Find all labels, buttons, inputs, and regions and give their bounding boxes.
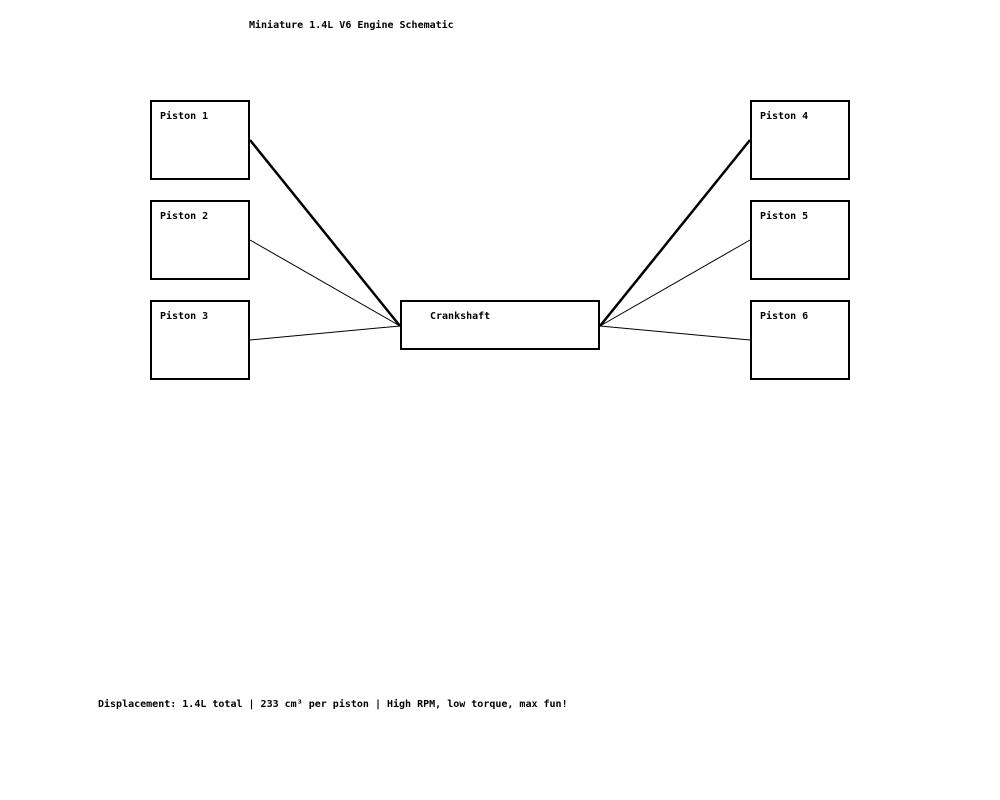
edge-piston-1-crankshaft xyxy=(249,139,401,327)
edge-piston-2-crankshaft xyxy=(249,239,401,327)
edge-piston-5-crankshaft xyxy=(599,239,751,327)
node-piston-2-label: Piston 2 xyxy=(160,211,209,222)
node-crankshaft: Crankshaft xyxy=(400,300,600,350)
edge-piston-6-crankshaft xyxy=(599,325,751,341)
node-piston-3: Piston 3 xyxy=(150,300,250,380)
edge-piston-4-crankshaft xyxy=(599,139,751,327)
node-piston-6-label: Piston 6 xyxy=(760,311,809,322)
edge-piston-3-crankshaft xyxy=(249,325,401,341)
node-crankshaft-label: Crankshaft xyxy=(430,311,491,322)
node-piston-4: Piston 4 xyxy=(750,100,850,180)
node-piston-1-label: Piston 1 xyxy=(160,111,209,122)
node-piston-2: Piston 2 xyxy=(150,200,250,280)
node-piston-4-label: Piston 4 xyxy=(760,111,809,122)
node-piston-6: Piston 6 xyxy=(750,300,850,380)
node-piston-5-label: Piston 5 xyxy=(760,211,809,222)
diagram-footer: Displacement: 1.4L total | 233 cm³ per p… xyxy=(98,699,568,710)
node-piston-3-label: Piston 3 xyxy=(160,311,209,322)
diagram-title: Miniature 1.4L V6 Engine Schematic xyxy=(249,20,454,31)
node-piston-5: Piston 5 xyxy=(750,200,850,280)
node-piston-1: Piston 1 xyxy=(150,100,250,180)
